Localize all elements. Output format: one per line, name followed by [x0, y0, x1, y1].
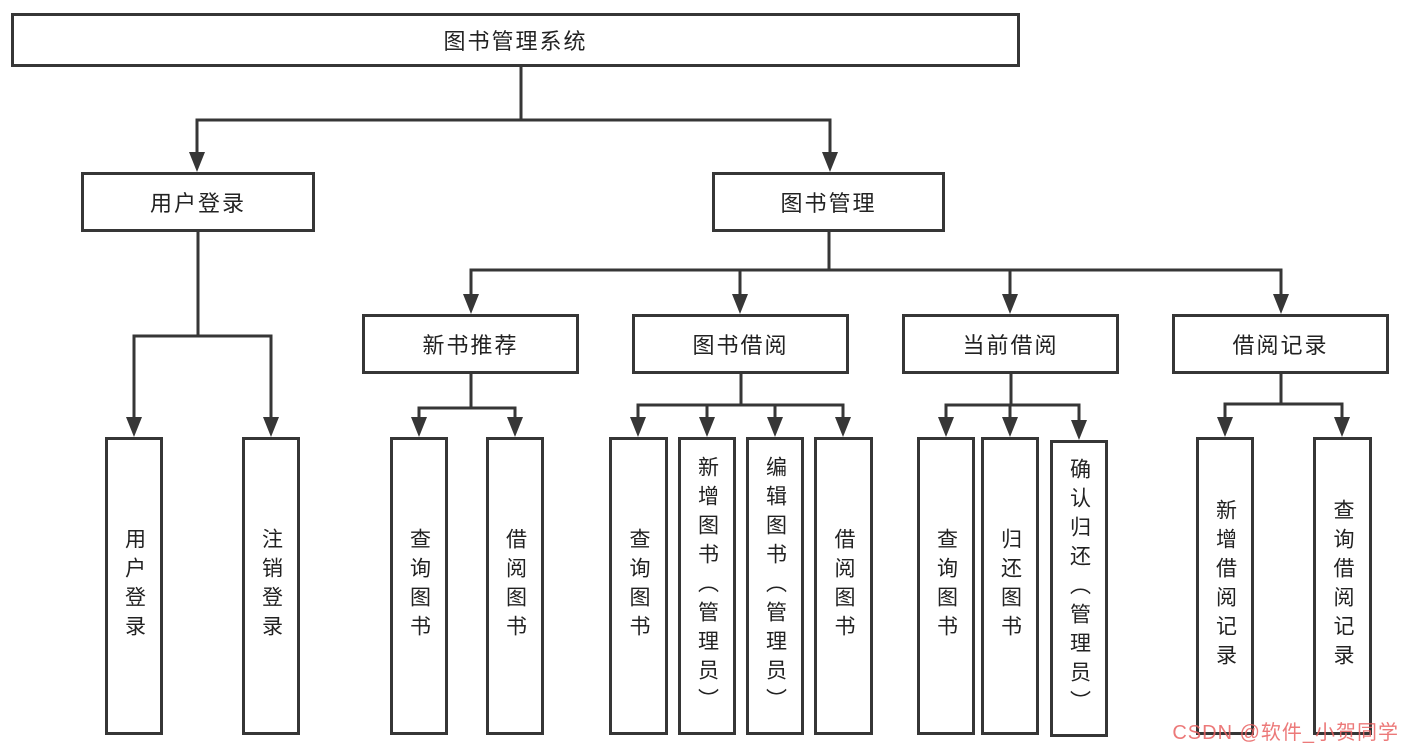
leaf-current-query-books-label: 查询图书	[934, 528, 958, 644]
leaf-records-query-record: 查询借阅记录	[1313, 437, 1372, 735]
leaf-records-query-record-label: 查询借阅记录	[1331, 499, 1354, 673]
leaf-current-query-books: 查询图书	[917, 437, 975, 735]
leaf-borrow-edit-books-admin: 编辑图书（管理员）	[746, 437, 804, 735]
leaf-recommend-borrow-books-label: 借阅图书	[503, 528, 527, 644]
arrowheads	[126, 152, 1350, 440]
node-borrow-records: 借阅记录	[1172, 314, 1389, 374]
node-root-label: 图书管理系统	[443, 29, 588, 54]
leaf-borrow-add-books-admin: 新增图书（管理员）	[678, 437, 736, 735]
leaf-logout: 注销登录	[242, 437, 300, 735]
node-user-login: 用户登录	[81, 172, 315, 232]
watermark: CSDN @软件_小贺同学	[1172, 722, 1399, 744]
leaf-recommend-borrow-books: 借阅图书	[486, 437, 544, 735]
leaf-recommend-query-books-label: 查询图书	[407, 528, 431, 644]
node-book-management-label: 图书管理	[780, 191, 877, 216]
node-user-login-label: 用户登录	[149, 191, 246, 216]
leaf-records-add-record-label: 新增借阅记录	[1213, 499, 1237, 673]
leaf-borrow-add-books-admin-label: 新增图书（管理员）	[695, 455, 719, 717]
leaf-current-confirm-return-admin-label: 确认归还（管理员）	[1067, 458, 1091, 719]
node-book-management: 图书管理	[712, 172, 945, 232]
leaf-current-return-books-label: 归还图书	[998, 528, 1022, 644]
leaf-borrow-edit-books-admin-label: 编辑图书（管理员）	[763, 455, 787, 717]
leaf-user-login: 用户登录	[105, 437, 163, 735]
leaf-borrow-query-books-label: 查询图书	[627, 528, 650, 644]
node-book-borrow-label: 图书借阅	[692, 333, 789, 358]
node-book-borrow: 图书借阅	[632, 314, 849, 374]
leaf-current-confirm-return-admin: 确认归还（管理员）	[1050, 440, 1108, 737]
leaf-borrow-borrow-books: 借阅图书	[814, 437, 873, 735]
node-new-book-recommend: 新书推荐	[362, 314, 579, 374]
leaf-recommend-query-books: 查询图书	[390, 437, 448, 735]
leaf-logout-label: 注销登录	[259, 528, 283, 644]
node-new-book-recommend-label: 新书推荐	[422, 333, 519, 358]
node-root: 图书管理系统	[11, 13, 1020, 67]
node-current-borrow-label: 当前借阅	[962, 333, 1059, 358]
leaf-records-add-record: 新增借阅记录	[1196, 437, 1254, 735]
node-borrow-records-label: 借阅记录	[1232, 333, 1329, 358]
leaf-borrow-borrow-books-label: 借阅图书	[832, 528, 855, 644]
node-current-borrow: 当前借阅	[902, 314, 1119, 374]
leaf-current-return-books: 归还图书	[981, 437, 1039, 735]
leaf-borrow-query-books: 查询图书	[609, 437, 668, 735]
leaf-user-login-label: 用户登录	[122, 528, 146, 644]
